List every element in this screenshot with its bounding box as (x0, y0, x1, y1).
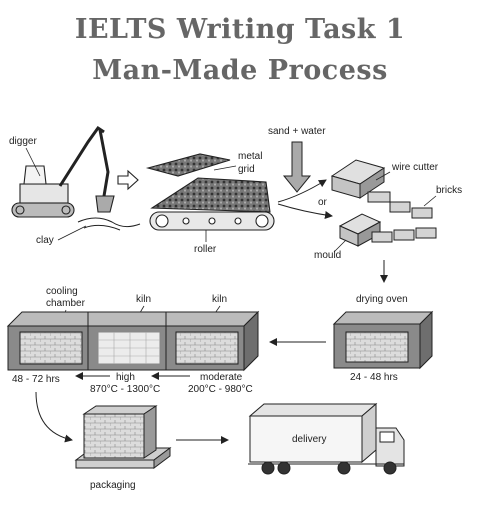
label-sand-water: sand + water (268, 126, 326, 137)
label-moderate: moderate (200, 372, 243, 383)
label-moderate-temp: 200°C - 980°C (188, 384, 253, 395)
leader-wire-cutter (375, 171, 391, 181)
label-wire-cutter: wire cutter (391, 162, 439, 173)
arrow-to-packaging (35, 391, 73, 443)
label-chamber: chamber (46, 298, 86, 309)
packaging-pallet (74, 405, 172, 469)
drying-oven (332, 310, 434, 370)
label-high: high (116, 372, 135, 383)
leader-grid (213, 165, 237, 171)
leader-digger (25, 147, 41, 177)
clay-ground (77, 217, 141, 231)
label-grid: grid (238, 164, 255, 175)
label-metal: metal (238, 151, 262, 162)
label-delivery: delivery (292, 434, 326, 445)
label-kiln-high: kiln (136, 294, 151, 305)
wire-cutter (330, 159, 433, 219)
label-packaging: packaging (90, 480, 136, 491)
arrow-digger-to-grid (117, 169, 139, 191)
label-drying-oven: drying oven (356, 294, 408, 305)
leader-clay (57, 225, 87, 241)
title-line-2: Man-Made Process (92, 55, 388, 86)
label-cooling-time: 48 - 72 hrs (12, 374, 60, 385)
label-clay: clay (36, 235, 54, 246)
roller-conveyor (145, 153, 275, 231)
label-mould: mould (314, 250, 341, 261)
leader-bricks (423, 195, 437, 207)
digger-illustration (11, 125, 115, 218)
delivery-truck (248, 402, 405, 475)
label-digger: digger (9, 136, 37, 147)
mould (338, 213, 437, 247)
label-roller: roller (194, 244, 217, 255)
label-kiln-moderate: kiln (212, 294, 227, 305)
arrow-sand-water (282, 141, 312, 193)
kiln-tunnel (6, 310, 260, 372)
label-cooling: cooling (46, 286, 78, 297)
leader-mould (333, 239, 347, 253)
title-line-1: IELTS Writing Task 1 (74, 14, 406, 45)
label-bricks: bricks (436, 185, 462, 196)
label-or: or (318, 197, 328, 208)
branch-arrows (277, 179, 333, 219)
label-high-temp: 870°C - 1300°C (90, 384, 160, 395)
label-drying-time: 24 - 48 hrs (350, 372, 398, 383)
